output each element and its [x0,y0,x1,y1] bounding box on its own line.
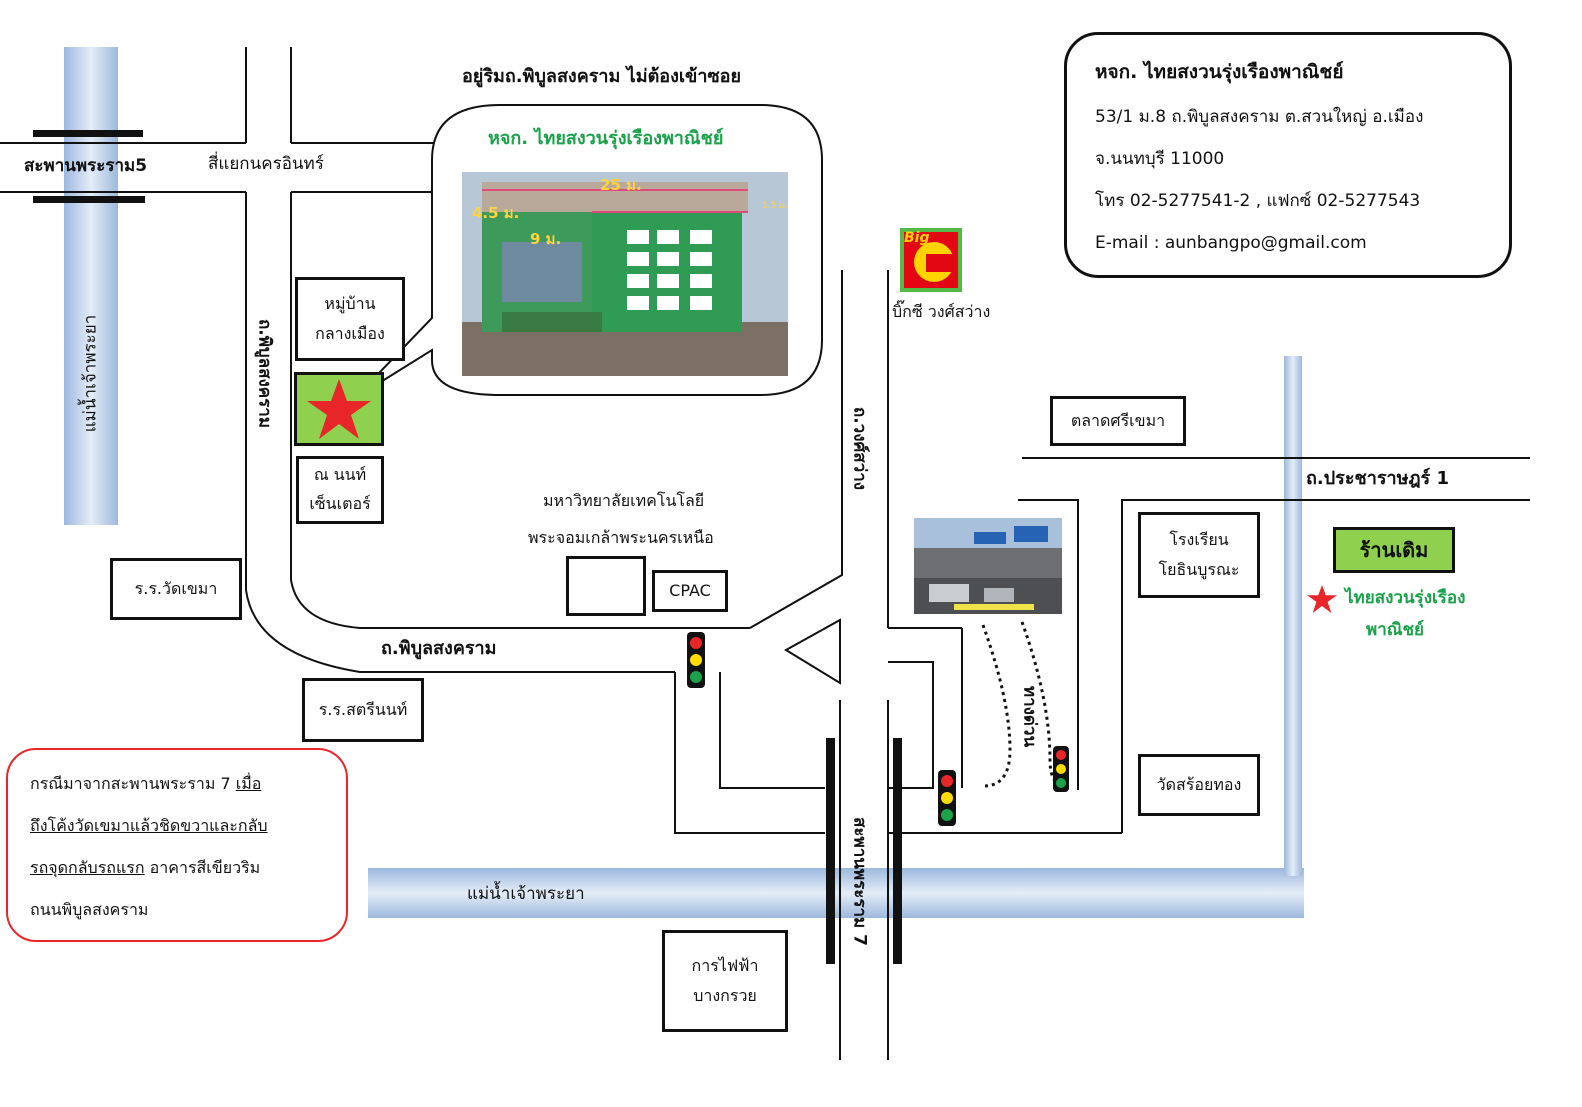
shop-location-marker [294,372,384,446]
landmark-moo-baan-line1: หมู่บ้าน [324,293,376,313]
landmark-wat-khema-school: ร.ร.วัดเขมา [110,558,242,620]
bigc-logo-icon: Big [900,228,962,292]
photo-label-height: 4.5 ม. [472,204,520,222]
landmark-na-non-line2: เซ็นเตอร์ [309,494,371,513]
directions-line3-plain: อาคารสีเขียวริม [144,858,261,877]
river-bottom [368,868,1304,918]
callout-shop-name: หจก. ไทยสงวนรุ่งเรืองพาณิชย์ [488,128,724,149]
photo-label-depth: 9 ม. [530,230,562,248]
river-vertical-label: แม่น้ำเจ้าพระยา [80,314,101,433]
river-left [64,47,118,525]
old-store-name-line2: พาณิชย์ [1366,620,1425,640]
university-label-line1: มหาวิทยาลัยเทคโนโลยี [543,491,705,510]
landmark-talad-label: ตลาดศรีเขมา [1070,410,1166,430]
rama5-bridge-bar-bottom [33,196,145,203]
info-box-email: E-mail : aunbangpo@gmail.com [1095,233,1367,253]
landmark-egat-line1: การไฟฟ้า [691,955,759,975]
rama7-bridge-bar-right [893,738,902,964]
canal-right [1284,356,1302,876]
tollway-photo [914,518,1062,614]
landmark-satrinon-school: ร.ร.สตรีนนท์ [302,678,424,742]
landmark-yothin-line2: โยธินบูรณะ [1158,560,1240,579]
directions-box: กรณีมาจากสะพานพระราม 7 เมื่อ ถึงโค้งวัดเ… [6,748,348,942]
landmark-na-non-center: ณ นนท์ เซ็นเตอร์ [296,456,384,524]
info-box-phone: โทร 02-5277541-2 , แฟกซ์ 02-5277543 [1095,191,1421,211]
traffic-light-pibul [687,632,705,688]
pracharat-road-label: ถ.ประชาราษฎร์ 1 [1306,468,1450,489]
old-store-label: ร้านเดิม [1359,538,1429,562]
photo-label-width: 25 ม. [600,176,642,194]
landmark-wat-khema-label: ร.ร.วัดเขมา [134,578,218,598]
university-label-line2: พระจอมเกล้าพระนครเหนือ [528,528,714,547]
landmark-yothin-school: โรงเรียน โยธินบูรณะ [1138,512,1260,598]
directions-line4: ถนนพิบูลสงคราม [30,900,149,919]
tollway-path-1 [981,624,1012,788]
rama7-bridge-label: สะพานพระราม 7 [849,817,870,946]
old-store-name-line1: ไทยสงวนรุ่งเรือง [1345,588,1466,608]
location-note: อยู่ริมถ.พิบูลสงคราม ไม่ต้องเข้าซอย [462,66,742,87]
landmark-moo-baan-line2: กลางเมือง [315,324,385,343]
rama5-bridge-bar-top [33,130,143,137]
tollway-label: ทางด่วน [1019,685,1040,748]
directions-line1-link: เมื่อ [235,774,262,793]
rama7-bridge-bar-left [826,738,835,964]
landmark-cpac: CPAC [652,570,728,612]
landmark-satrinon-label: ร.ร.สตรีนนท์ [318,699,408,719]
landmark-yothin-line1: โรงเรียน [1169,529,1229,549]
landmark-university-building [566,556,646,616]
landmark-wat-soi-thong: วัดสร้อยทอง [1138,754,1260,816]
info-box-address1: 53/1 ม.8 ถ.พิบูลสงคราม ต.สวนใหญ่ อ.เมือง [1095,107,1424,127]
traffic-light-rama7 [938,770,956,826]
landmark-wat-soi-thong-label: วัดสร้อยทอง [1156,774,1242,794]
bigc-name-label: บิ๊กซี วงศ์สว่าง [892,302,991,321]
landmark-cpac-label: CPAC [669,580,711,600]
directions-line2: ถึงโค้งวัดเขมาแล้วชิดขวาและกลับ [30,816,268,835]
landmark-talad-sri-khema: ตลาดศรีเขมา [1050,396,1186,446]
traffic-light-tollway [1053,746,1069,792]
info-box-address2: จ.นนทบุรี 11000 [1095,149,1225,169]
directions-line3-link: รถจุดกลับรถแรก [30,858,145,877]
pibul-road-vertical-label: ถ.พิบูลสงคราม [254,318,275,429]
nakhon-in-junction-label: สี่แยกนครอินทร์ [208,154,324,174]
directions-line1-plain: กรณีมาจากสะพานพระราม 7 [30,774,236,793]
directions-line1: กรณีมาจากสะพานพระราม 7 เมื่อ [30,776,261,792]
pibul-road-label: ถ.พิบูลสงคราม [381,638,497,659]
wongsawang-road-label: ถ.วงศ์สว่าง [849,406,870,491]
landmark-na-non-line1: ณ นนท์ [313,465,367,485]
landmark-egat-bang-kruai: การไฟฟ้า บางกรวย [662,930,788,1032]
old-store-badge: ร้านเดิม [1333,527,1455,573]
shop-building-photo: 25 ม. 4.5 ม. 9 ม. 1.5 ม. [462,172,788,376]
rama5-bridge-label: สะพานพระราม5 [24,156,148,176]
old-store-star-icon [1307,584,1337,614]
bigc-logo-text: Big [904,230,930,246]
landmark-egat-line2: บางกรวย [693,986,757,1005]
photo-label-small: 1.5 ม. [762,201,788,211]
river-bottom-label: แม่น้ำเจ้าพระยา [467,884,585,904]
red-star-icon [307,379,371,439]
info-box: หจก. ไทยสงวนรุ่งเรืองพาณิชย์ 53/1 ม.8 ถ.… [1064,32,1512,278]
info-box-name: หจก. ไทยสงวนรุ่งเรืองพาณิชย์ [1095,61,1344,83]
directions-line3: รถจุดกลับรถแรก อาคารสีเขียวริม [30,860,260,876]
landmark-moo-baan-klang-muang: หมู่บ้าน กลางเมือง [295,277,405,361]
